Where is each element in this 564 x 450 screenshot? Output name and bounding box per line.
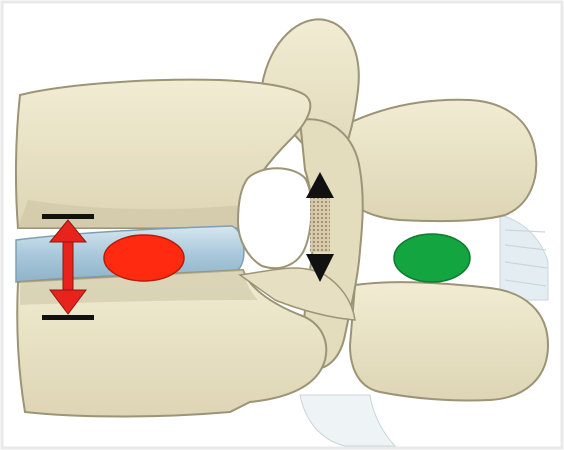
green-ellipse-icon [394, 234, 470, 282]
lower-spinous-process [350, 282, 548, 400]
upper-spinous-process [345, 100, 536, 221]
red-ellipse-icon [104, 235, 184, 281]
foramen-height-dotted-band [310, 196, 330, 252]
neural-foramen [238, 168, 311, 268]
